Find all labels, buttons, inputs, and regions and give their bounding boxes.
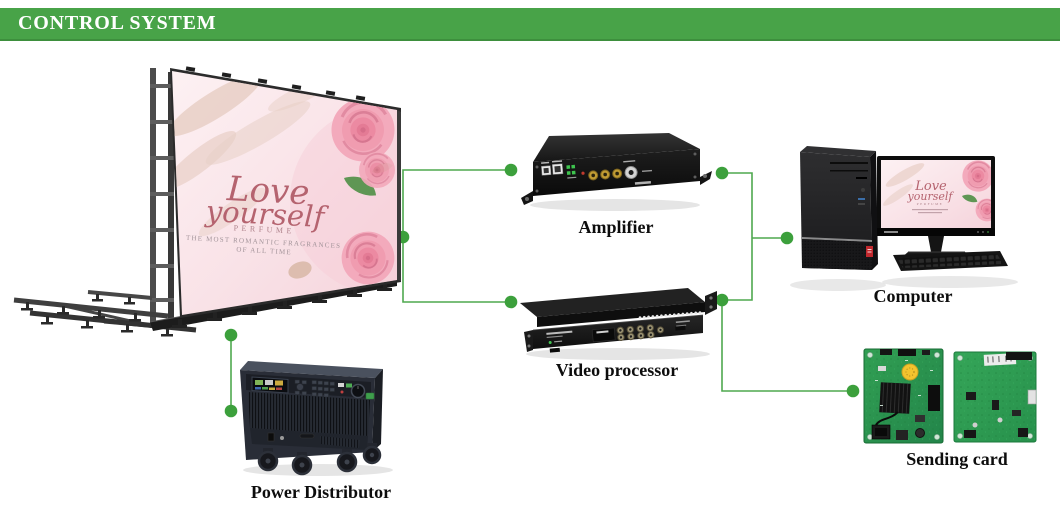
connector-line-vp-to-sending-card bbox=[721, 300, 853, 392]
connector-dot bbox=[846, 384, 860, 398]
video-processor-image bbox=[520, 288, 717, 360]
rotary-knob bbox=[350, 383, 366, 399]
connector-dot bbox=[780, 231, 794, 245]
connector-dot bbox=[715, 293, 729, 307]
display-truss bbox=[59, 68, 174, 330]
monitor-ad-line3: PERFUME bbox=[917, 202, 944, 206]
ad-tagline-line2: OF ALL TIME bbox=[236, 246, 292, 257]
led-display-image: Love yourself PERFUME THE MOST ROMANTIC … bbox=[13, 66, 401, 337]
bnc-connector-cluster bbox=[616, 324, 664, 342]
section-header-bar: CONTROL SYSTEM bbox=[0, 8, 1060, 41]
connector-dot bbox=[504, 163, 518, 177]
monitor-ad-line1: Love bbox=[914, 179, 947, 194]
ventilation-grille bbox=[248, 392, 370, 436]
ad-subtitle: PERFUME bbox=[233, 223, 295, 235]
display-edge bbox=[397, 110, 401, 281]
connector-dot bbox=[504, 295, 518, 309]
computer-tower bbox=[800, 146, 878, 270]
computer-keyboard bbox=[893, 251, 1008, 271]
sending-card-image bbox=[863, 348, 1037, 444]
connector-line-amp-vp-to-computer bbox=[722, 172, 787, 301]
connector-dot bbox=[224, 328, 238, 342]
power-distributor-image bbox=[240, 361, 393, 476]
control-panel bbox=[246, 374, 375, 400]
ad-headline-line1: Love bbox=[225, 169, 310, 213]
connector-line-display-to-amp-vp bbox=[402, 169, 511, 303]
sending-card-label: Sending card bbox=[906, 449, 1008, 469]
led-indicator-row bbox=[638, 311, 702, 319]
computer-monitor: Love yourself PERFUME bbox=[877, 156, 995, 258]
caster-wheels bbox=[257, 443, 382, 476]
sending-card-board-back bbox=[953, 351, 1037, 443]
display-clamps bbox=[185, 66, 366, 101]
ad-headline-line2: yourself bbox=[203, 194, 330, 235]
computer-label: Computer bbox=[873, 286, 953, 306]
section-title: CONTROL SYSTEM bbox=[18, 12, 217, 34]
monitor-ad-line2: yourself bbox=[907, 190, 955, 203]
connector-dot bbox=[224, 404, 238, 418]
amplifier-image bbox=[521, 133, 712, 211]
sending-card-board-front bbox=[863, 348, 944, 444]
display-ad-artwork: Love yourself PERFUME THE MOST ROMANTIC … bbox=[172, 73, 397, 295]
connector-dot bbox=[715, 166, 729, 180]
amplifier-label: Amplifier bbox=[578, 217, 654, 237]
video-processor-label: Video processor bbox=[555, 360, 679, 380]
power-distributor-label: Power Distributor bbox=[250, 482, 392, 502]
computer-image: Love yourself PERFUME bbox=[790, 146, 1018, 291]
